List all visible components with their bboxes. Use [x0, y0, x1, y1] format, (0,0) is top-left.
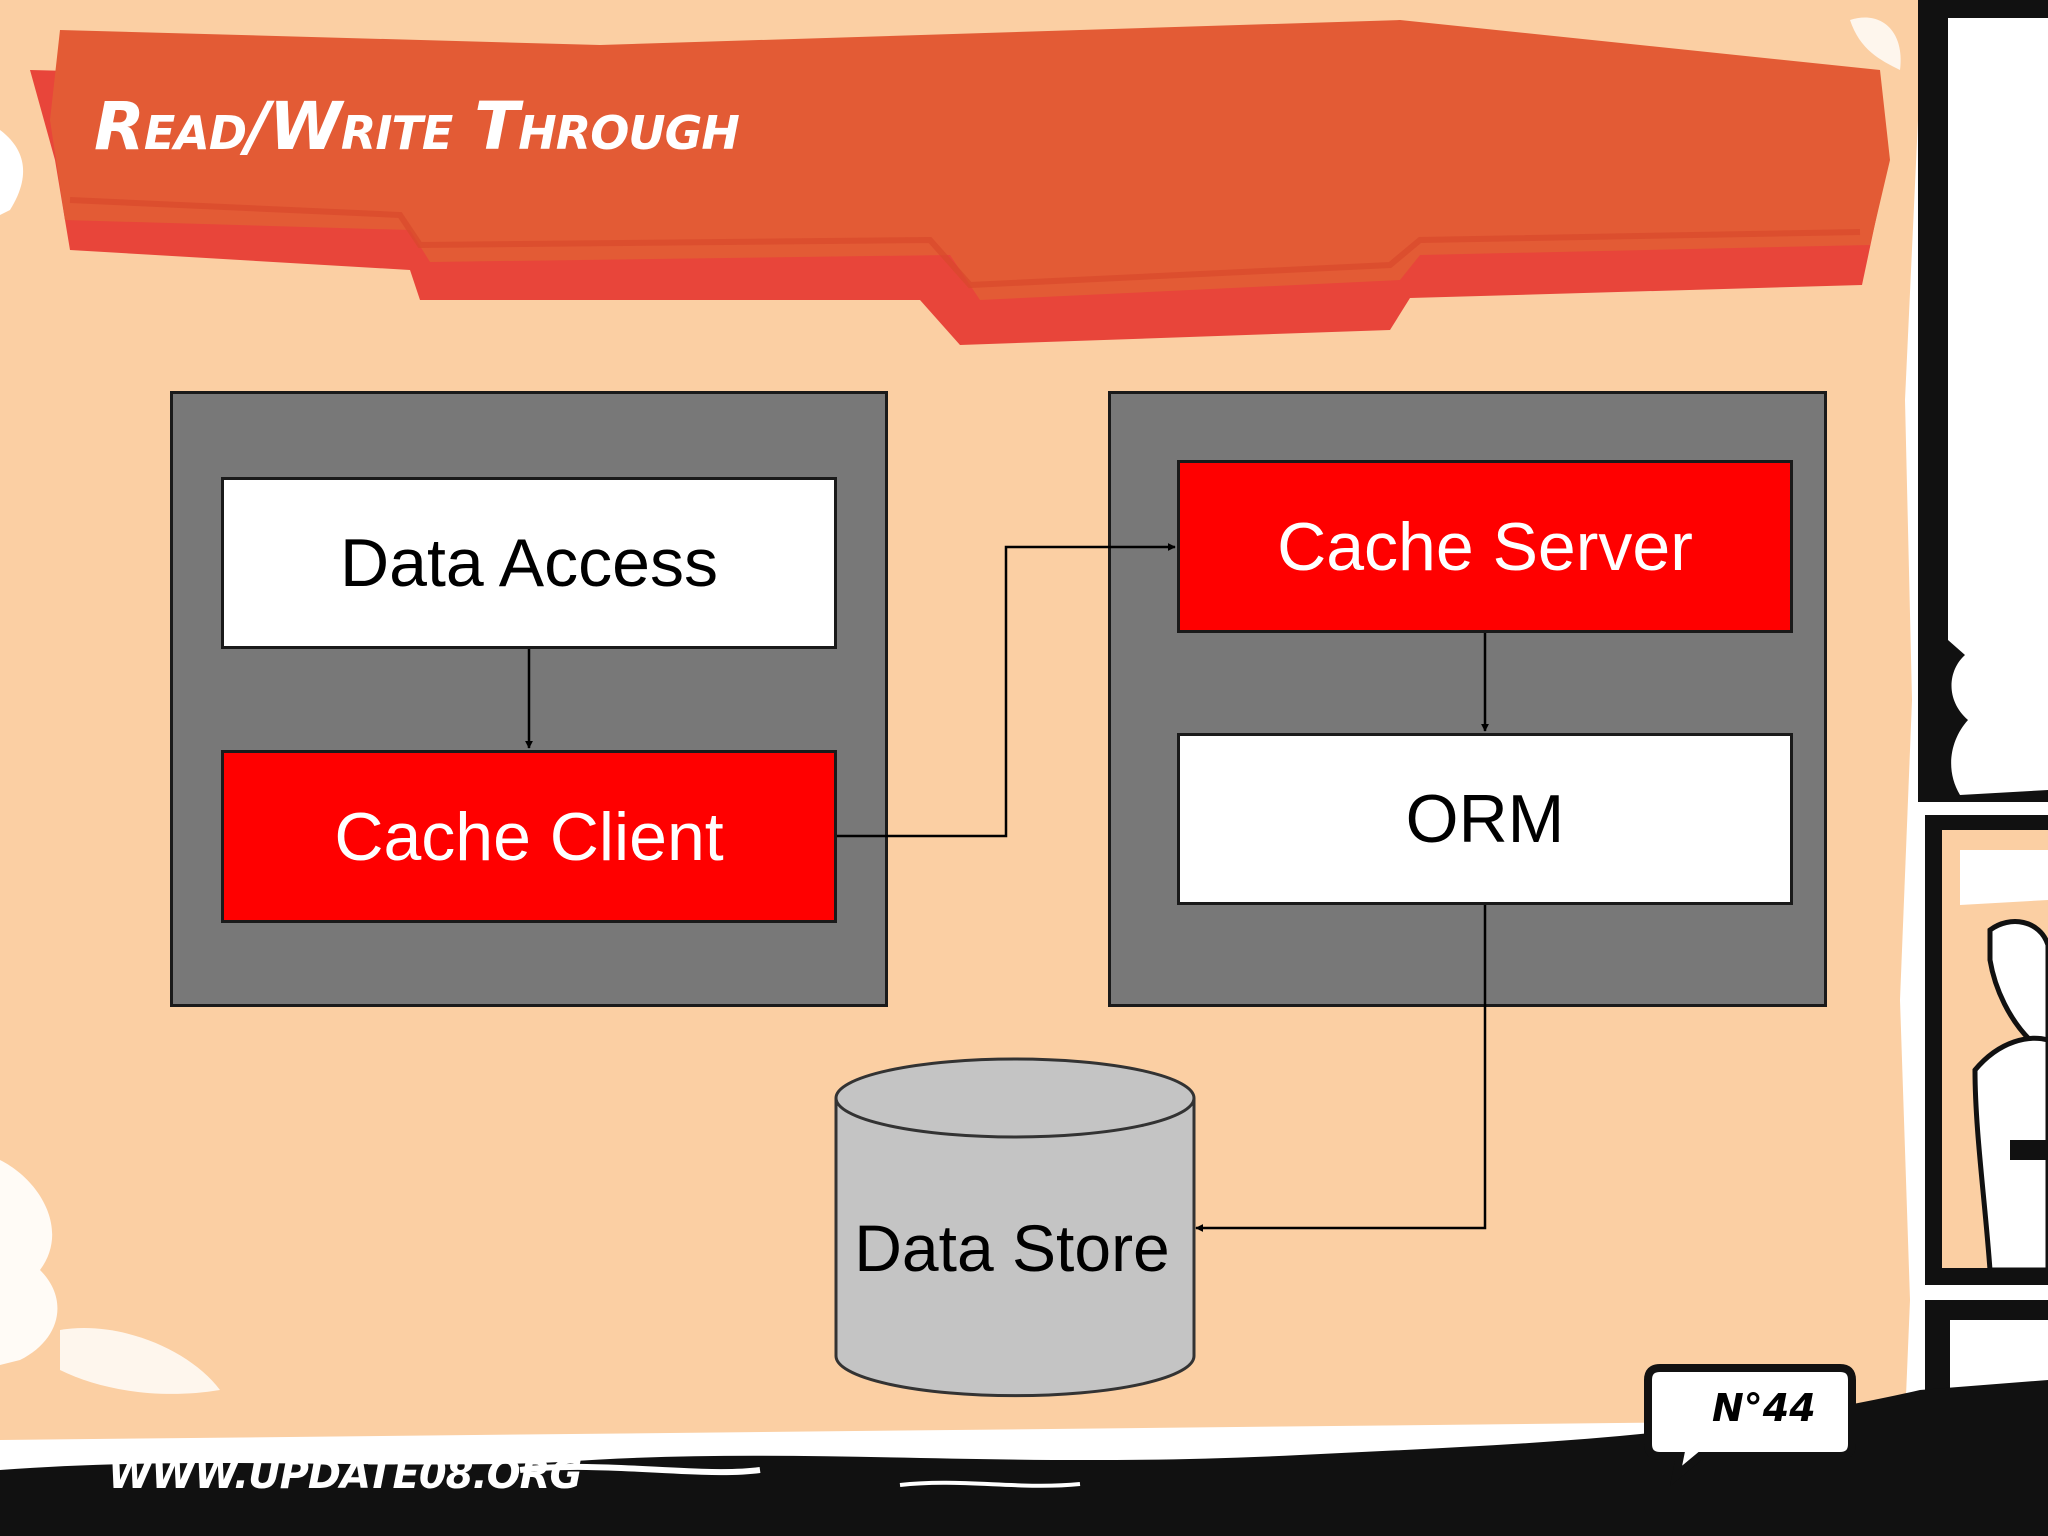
cache-server-box: Cache Server — [1177, 460, 1793, 633]
data-access-box: Data Access — [221, 477, 837, 649]
orm-box: ORM — [1177, 733, 1793, 905]
footer-url: WWW.UPDATE08.ORG — [108, 1452, 582, 1498]
page-number: N°44 — [1712, 1386, 1816, 1430]
slide-title: Read/Write Through — [94, 88, 740, 165]
cache-client-box: Cache Client — [221, 750, 837, 923]
data-store-label: Data Store — [854, 1211, 1170, 1285]
